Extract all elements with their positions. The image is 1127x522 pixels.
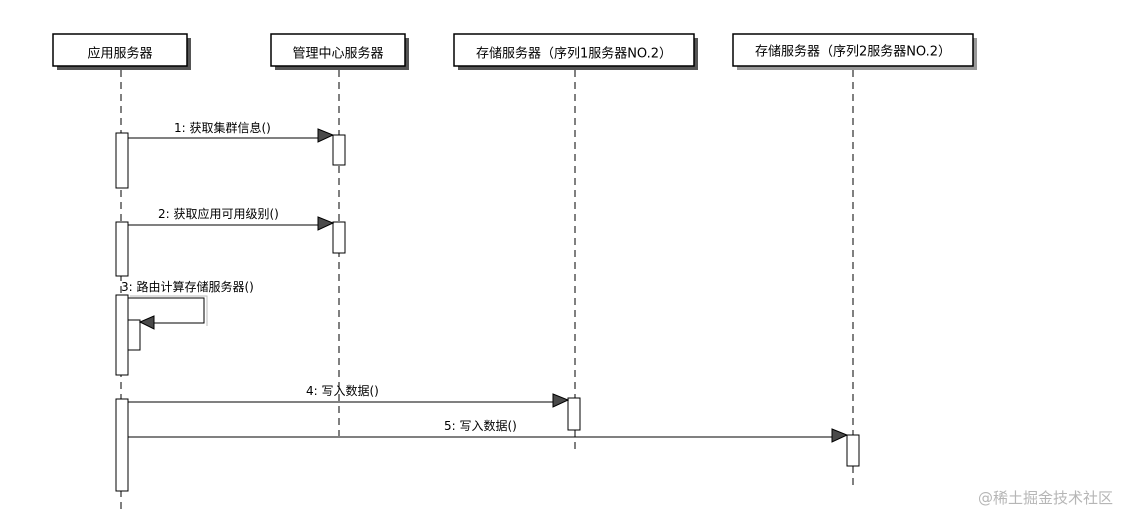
activation-app-3 <box>115 294 129 376</box>
participant-storage-1: 存储服务器（序列1服务器NO.2） <box>453 33 698 70</box>
participant-label-app-server: 应用服务器 <box>87 46 152 62</box>
message-1: 1: 获取集群信息() <box>128 120 335 143</box>
participant-label-storage-1: 存储服务器（序列1服务器NO.2） <box>476 46 672 62</box>
participant-label-storage-2: 存储服务器（序列2服务器NO.2） <box>755 44 951 60</box>
message-label-4: 4: 写入数据() <box>306 383 379 398</box>
activation-storage-1 <box>567 397 581 431</box>
participant-storage-2: 存储服务器（序列2服务器NO.2） <box>732 33 977 70</box>
activation-storage-2 <box>846 434 860 467</box>
activation-app-3-nested <box>127 319 141 351</box>
message-label-2: 2: 获取应用可用级别() <box>158 206 279 221</box>
participant-mgmt-server: 管理中心服务器 <box>270 33 409 70</box>
activation-mgmt-2 <box>332 221 346 254</box>
arrowhead-icon <box>317 128 335 143</box>
message-5: 5: 写入数据() <box>128 418 849 443</box>
arrowhead-icon <box>138 315 155 330</box>
message-label-3: 3: 路由计算存储服务器() <box>121 279 254 294</box>
arrowhead-icon <box>317 216 335 231</box>
participant-label-mgmt-server: 管理中心服务器 <box>292 46 383 62</box>
arrowhead-icon <box>552 393 570 408</box>
message-4: 4: 写入数据() <box>128 383 570 408</box>
message-3: 3: 路由计算存储服务器() <box>121 279 254 330</box>
activation-app-1 <box>115 132 129 189</box>
activation-app-4 <box>115 398 129 492</box>
message-2: 2: 获取应用可用级别() <box>128 206 335 231</box>
arrowhead-icon <box>831 428 849 443</box>
watermark: @稀土掘金技术社区 <box>977 489 1113 507</box>
message-label-5: 5: 写入数据() <box>444 418 517 433</box>
activation-mgmt-1 <box>332 134 346 166</box>
message-label-1: 1: 获取集群信息() <box>174 120 271 135</box>
participant-app-server: 应用服务器 <box>52 33 191 70</box>
activation-app-2 <box>115 221 129 277</box>
